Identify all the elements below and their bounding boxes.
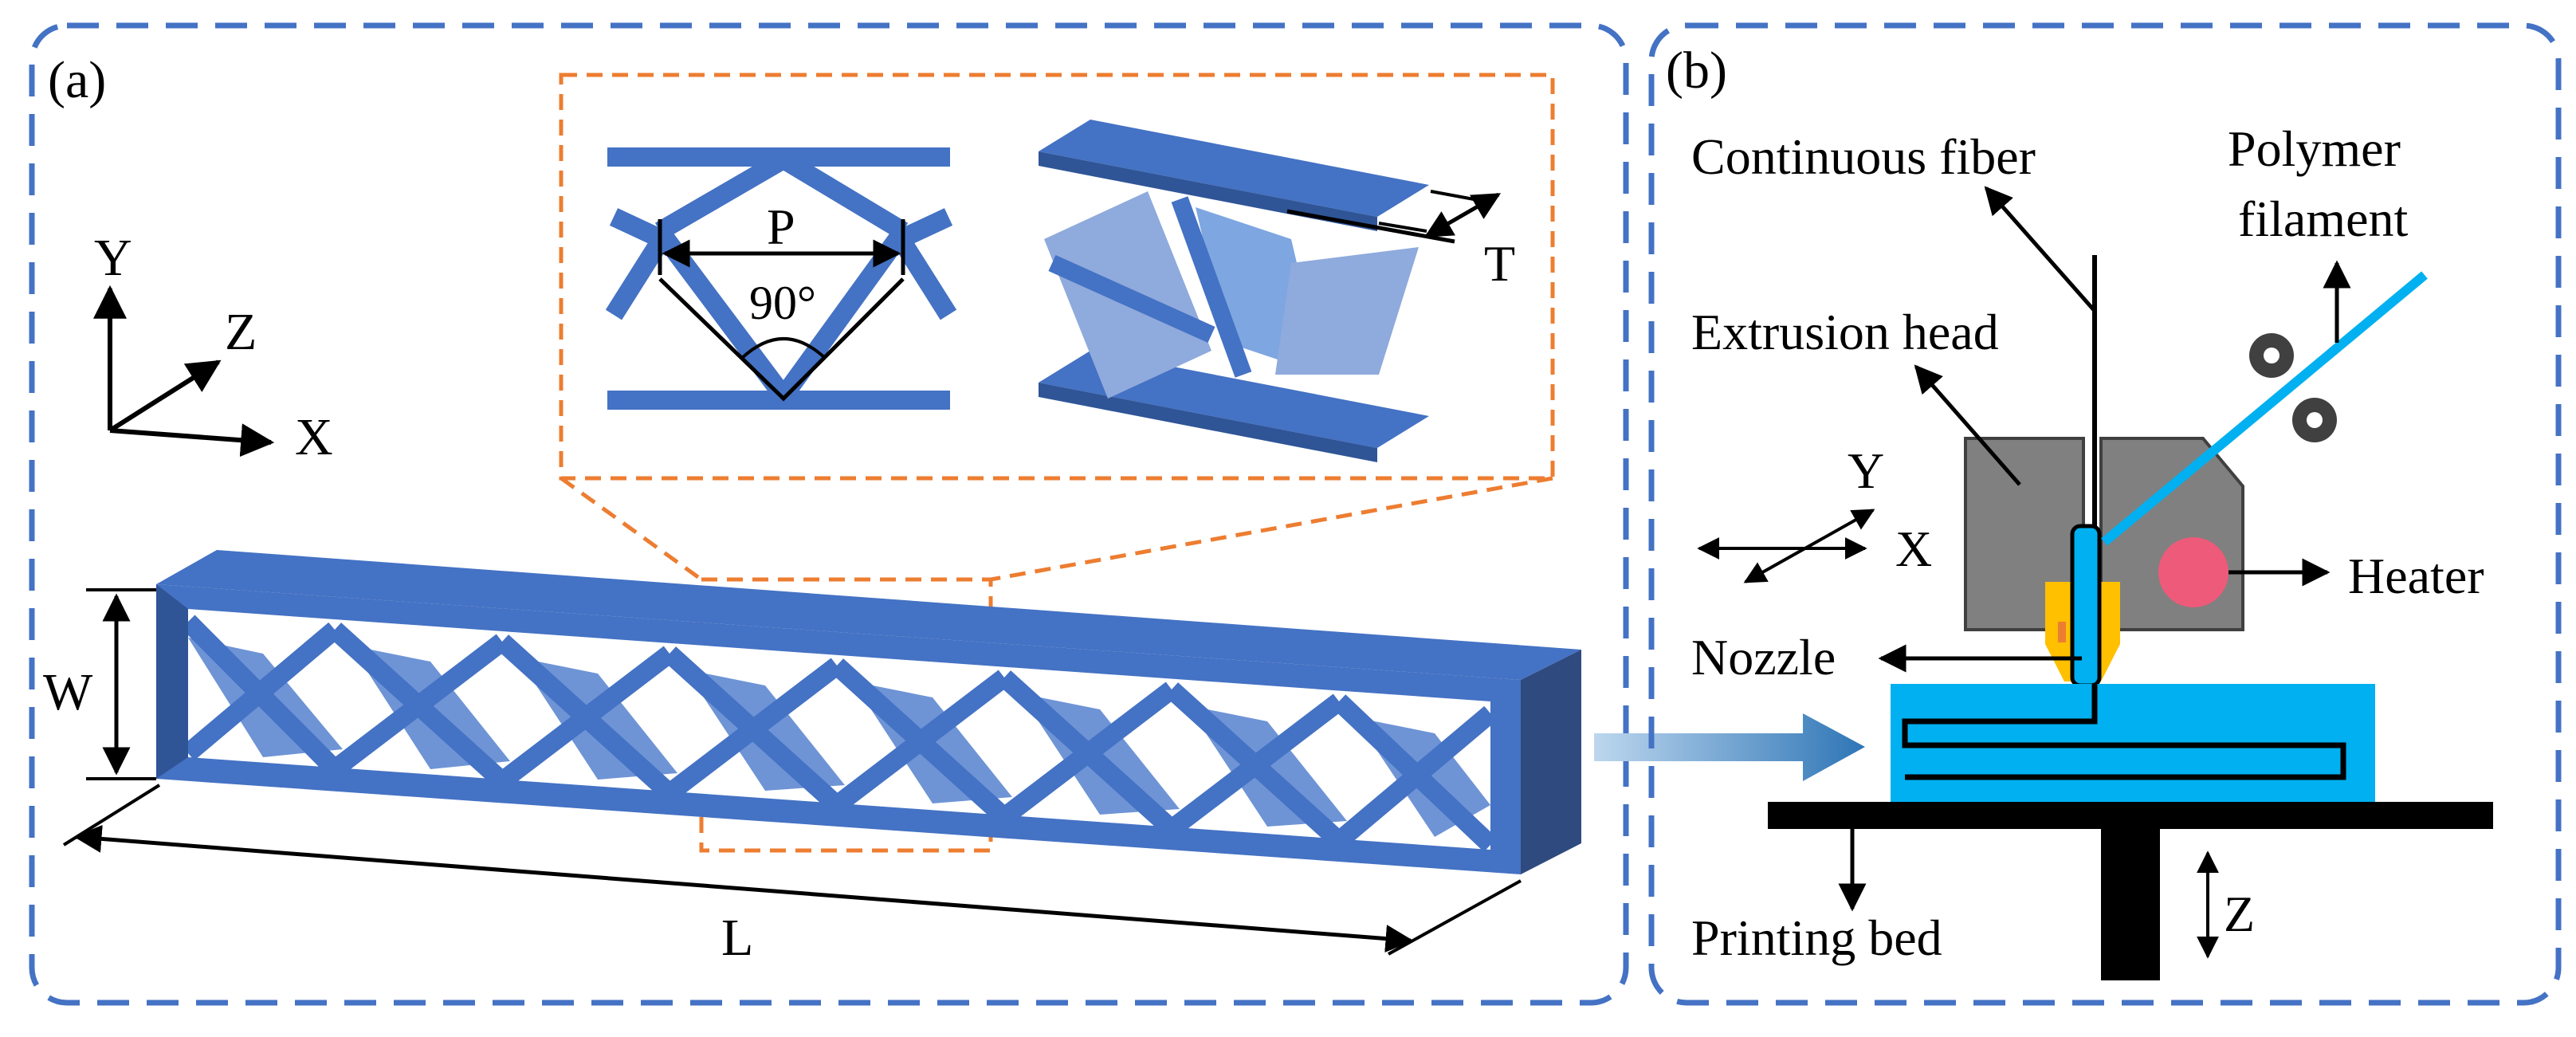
width-label: W xyxy=(43,663,93,721)
pointer-arrows xyxy=(1838,186,2351,912)
thickness-label: T xyxy=(1484,235,1515,292)
panel-a-border xyxy=(29,22,1629,1006)
printing-bed xyxy=(1768,802,2493,980)
polymer-label-line1: Polymer xyxy=(2228,120,2401,177)
axes-b xyxy=(1697,509,2219,959)
panel-a: (a) Y Z X xyxy=(29,22,1629,1006)
period-label: P xyxy=(767,198,795,255)
angle-label: 90° xyxy=(749,277,816,329)
lattice-beam xyxy=(156,550,1581,874)
axes-a: Y Z X xyxy=(93,229,333,466)
heater-label: Heater xyxy=(2348,548,2484,604)
length-label: L xyxy=(721,909,753,967)
extrusion-head-label: Extrusion head xyxy=(1691,304,1999,360)
axis-y-label: Y xyxy=(94,229,132,287)
nozzle-label: Nozzle xyxy=(1691,629,1836,685)
heater xyxy=(2158,537,2228,607)
width-dimension: W xyxy=(43,588,156,780)
transition-arrow xyxy=(1594,713,1865,781)
extrusion-head xyxy=(1964,437,2244,631)
axis-x-label: X xyxy=(295,408,333,466)
panel-a-tag: (a) xyxy=(48,51,106,109)
fiber-path xyxy=(2070,255,2428,697)
panel-b-border xyxy=(1648,22,2562,1006)
polymer-label-line2: filament xyxy=(2238,191,2408,247)
unit-cell-3d: T xyxy=(1039,120,1515,462)
panel-b: (b) Continuous fiber Polymer filament Ex… xyxy=(1648,22,2562,1006)
unit-cell-2d: P 90° xyxy=(605,147,957,410)
length-dimension: L xyxy=(62,784,1522,967)
axis-b-y-label: Y xyxy=(1848,442,1884,499)
panel-b-tag: (b) xyxy=(1666,41,1727,100)
axis-b-x-label: X xyxy=(1895,520,1932,577)
printed-part xyxy=(1891,684,2375,802)
printing-bed-label: Printing bed xyxy=(1691,909,1942,966)
axis-b-z-label: Z xyxy=(2224,886,2255,942)
feed-rollers xyxy=(2249,333,2337,442)
continuous-fiber-label: Continuous fiber xyxy=(1691,128,2036,185)
axis-z-label: Z xyxy=(225,303,257,361)
